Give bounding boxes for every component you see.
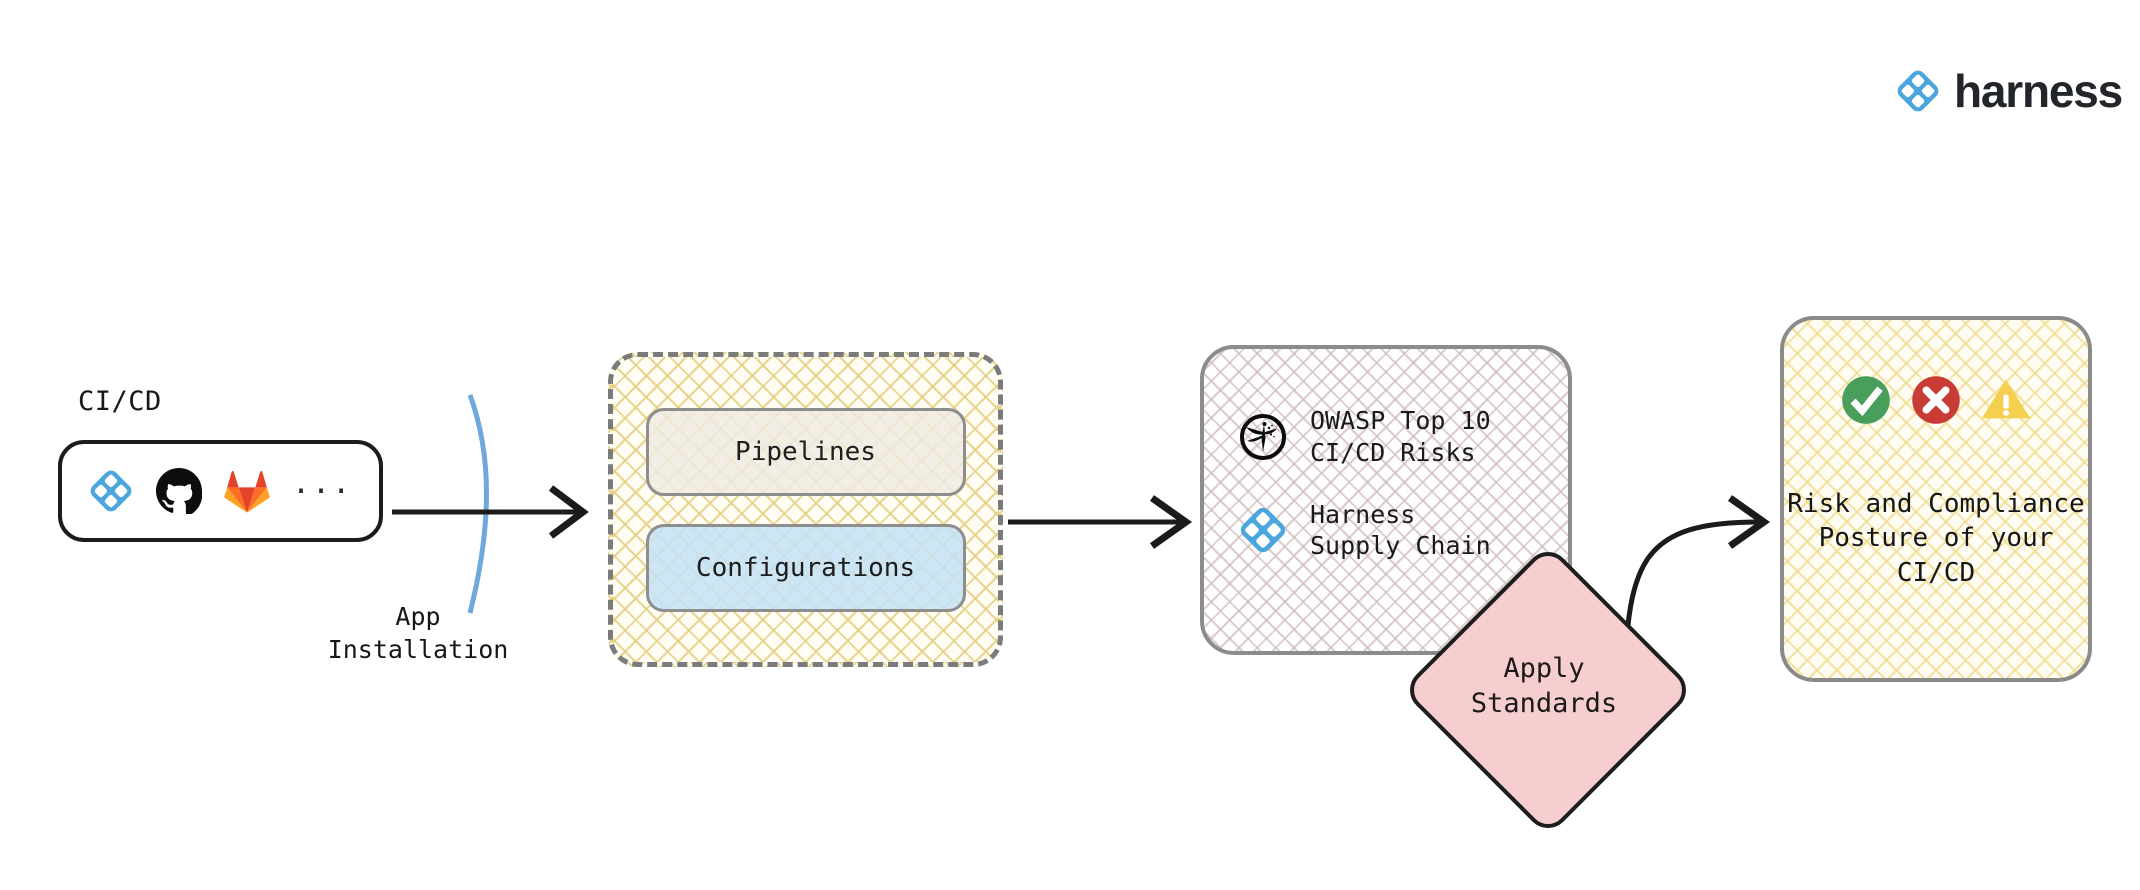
harness-diamond-icon bbox=[90, 470, 132, 512]
harness-brand-logo: harness bbox=[1895, 65, 2123, 117]
pipelines-card[interactable]: Pipelines bbox=[645, 407, 966, 496]
arrow-right-icon bbox=[1149, 495, 1193, 549]
apply-standards-node[interactable]: Apply Standards bbox=[1400, 542, 1696, 838]
status-icon-group bbox=[1839, 373, 2033, 427]
apply-standards-label: Apply Standards bbox=[1470, 652, 1618, 719]
outcome-box: Risk and Compliance Posture of your CI/C… bbox=[1780, 316, 2092, 682]
arrow-right-icon bbox=[548, 485, 589, 539]
standards-item-owasp: OWASP Top 10 CI/CD Risks bbox=[1238, 405, 1568, 469]
standards-item-harness: Harness Supply Chain bbox=[1238, 499, 1568, 563]
configurations-label: Configurations bbox=[695, 552, 916, 583]
cicd-source-caption: CI/CD bbox=[78, 386, 162, 417]
cicd-tools-box: ... bbox=[58, 440, 383, 542]
github-octocat-icon bbox=[156, 468, 202, 514]
harness-diamond-icon bbox=[1240, 508, 1286, 553]
harness-diamond-icon bbox=[1897, 70, 1939, 112]
gitlab-tanuki-icon bbox=[224, 470, 270, 513]
x-circle-icon bbox=[1912, 376, 1960, 424]
cicd-assets-container: Pipelines Configurations bbox=[608, 352, 1003, 667]
lens-arc-icon bbox=[467, 394, 489, 614]
owasp-dragonfly-icon bbox=[1240, 413, 1286, 460]
harness-supply-chain-label: Harness Supply Chain bbox=[1310, 499, 1491, 561]
check-circle-icon bbox=[1842, 376, 1890, 424]
warning-triangle-icon bbox=[1981, 379, 2031, 419]
app-installation-label: App Installation bbox=[327, 602, 509, 664]
more-tools-label: ... bbox=[292, 466, 353, 501]
pipelines-label: Pipelines bbox=[735, 436, 876, 467]
configurations-card[interactable]: Configurations bbox=[645, 523, 966, 612]
owasp-label: OWASP Top 10 CI/CD Risks bbox=[1310, 406, 1491, 467]
arrow-right-curved-icon bbox=[1727, 495, 1771, 549]
brand-wordmark: harness bbox=[1954, 65, 2123, 117]
outcome-label: Risk and Compliance Posture of your CI/C… bbox=[1787, 489, 2085, 588]
